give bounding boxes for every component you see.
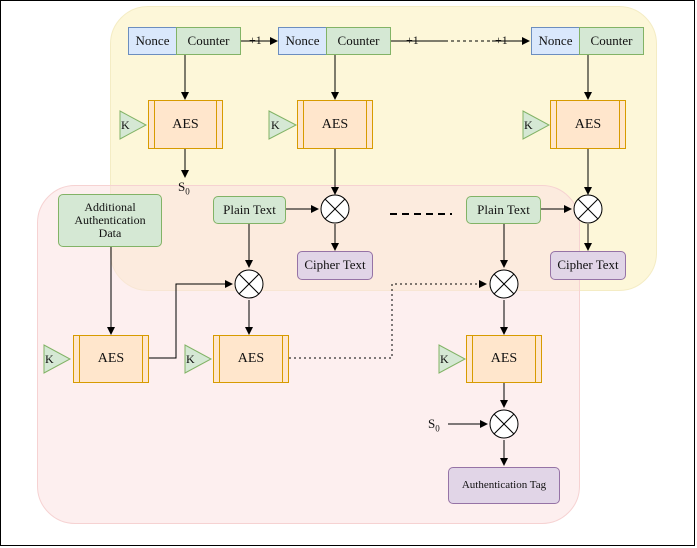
plain-text-block-1: Plain Text <box>213 196 286 224</box>
counter-block-1: Counter <box>176 27 241 55</box>
xor-symbol-enc2 <box>573 194 603 224</box>
key-triangle-5 <box>184 344 213 374</box>
s0-label: S0 <box>428 416 440 434</box>
xor-symbol-final <box>489 409 519 439</box>
aes-block-enc2: AES <box>297 100 373 149</box>
key-label: K <box>440 352 449 366</box>
key-triangle-3 <box>522 110 551 140</box>
aes-block-enc1: AES <box>148 100 223 149</box>
authentication-tag-block: Authentication Tag <box>448 467 560 504</box>
aes-block-enc3: AES <box>550 100 626 149</box>
s0-subscript: 0 <box>435 423 440 434</box>
s0-letter: S <box>428 416 436 431</box>
plus-one-label: +1 <box>249 33 262 47</box>
plus-one-label: +1 <box>495 33 508 47</box>
aes-block-auth2: AES <box>213 335 289 383</box>
aes-block-auth1: AES <box>73 335 149 383</box>
arrow-aes-auth2-xor <box>289 280 487 359</box>
cipher-text-block-1: Cipher Text <box>297 251 373 280</box>
key-triangle-4 <box>43 344 72 374</box>
key-label: K <box>45 352 54 366</box>
counter-block-3: Counter <box>579 27 644 55</box>
key-label: K <box>121 118 130 132</box>
xor-symbol-auth1 <box>234 269 264 299</box>
aes-block-auth3: AES <box>466 335 542 383</box>
plus-one-label: +1 <box>406 33 419 47</box>
xor-symbol-auth2 <box>489 269 519 299</box>
key-label: K <box>524 118 533 132</box>
counter-block-2: Counter <box>326 27 391 55</box>
additional-auth-data-block: Additional Authentication Data <box>58 194 162 247</box>
nonce-block-1: Nonce <box>128 27 177 55</box>
cipher-text-block-2: Cipher Text <box>550 251 626 280</box>
plain-text-block-2: Plain Text <box>466 196 541 224</box>
xor-symbol-enc1 <box>320 194 350 224</box>
s0-label: S0 <box>178 179 190 197</box>
nonce-block-3: Nonce <box>531 27 580 55</box>
key-triangle-1 <box>119 110 148 140</box>
key-label: K <box>271 118 280 132</box>
key-label: K <box>186 352 195 366</box>
s0-letter: S <box>178 179 186 194</box>
nonce-block-2: Nonce <box>278 27 327 55</box>
arrow-aes-auth1-xor <box>149 280 233 359</box>
s0-subscript: 0 <box>185 186 190 197</box>
key-triangle-6 <box>438 344 467 374</box>
key-triangle-2 <box>268 110 298 140</box>
